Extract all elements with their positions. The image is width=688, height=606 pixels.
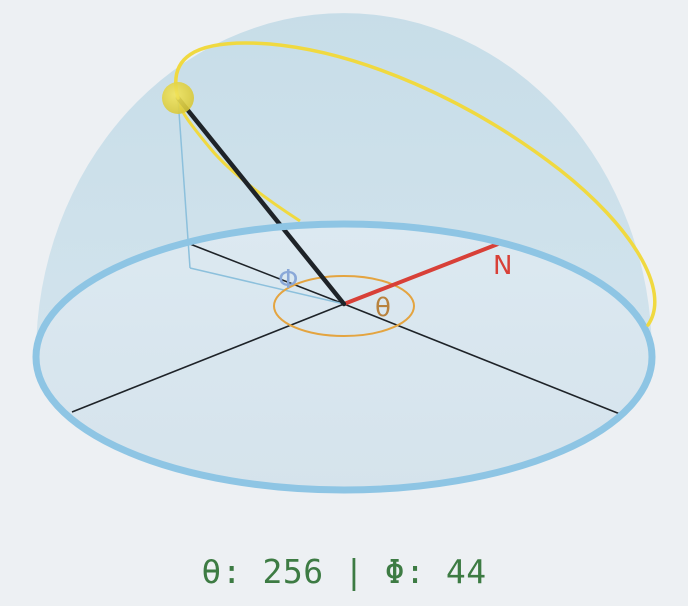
phi-label: Φ — [278, 265, 298, 295]
phi-readout-value: 44 — [445, 552, 487, 591]
sun-path-front — [174, 41, 657, 327]
sun-ray — [175, 95, 347, 307]
theta-readout-value: 256 — [262, 552, 324, 591]
theta-label: θ — [375, 293, 391, 323]
sun-marker — [162, 82, 194, 114]
phi-readout-label: Φ: — [384, 552, 426, 591]
north-line — [342, 242, 500, 306]
axis-line-west — [71, 303, 345, 413]
ground-disc — [36, 224, 652, 490]
axis-line-east — [189, 243, 345, 305]
axis-line-south — [343, 303, 621, 415]
theta-readout-label: θ: — [201, 552, 243, 591]
sun-projection-ground — [189, 267, 345, 305]
north-label: N — [493, 251, 512, 281]
angle-readout: θ: 256 | Φ: 44 — [0, 552, 688, 591]
theta-arc — [273, 275, 415, 337]
readout-separator: | — [343, 552, 365, 591]
horizon-rim — [32, 220, 656, 494]
